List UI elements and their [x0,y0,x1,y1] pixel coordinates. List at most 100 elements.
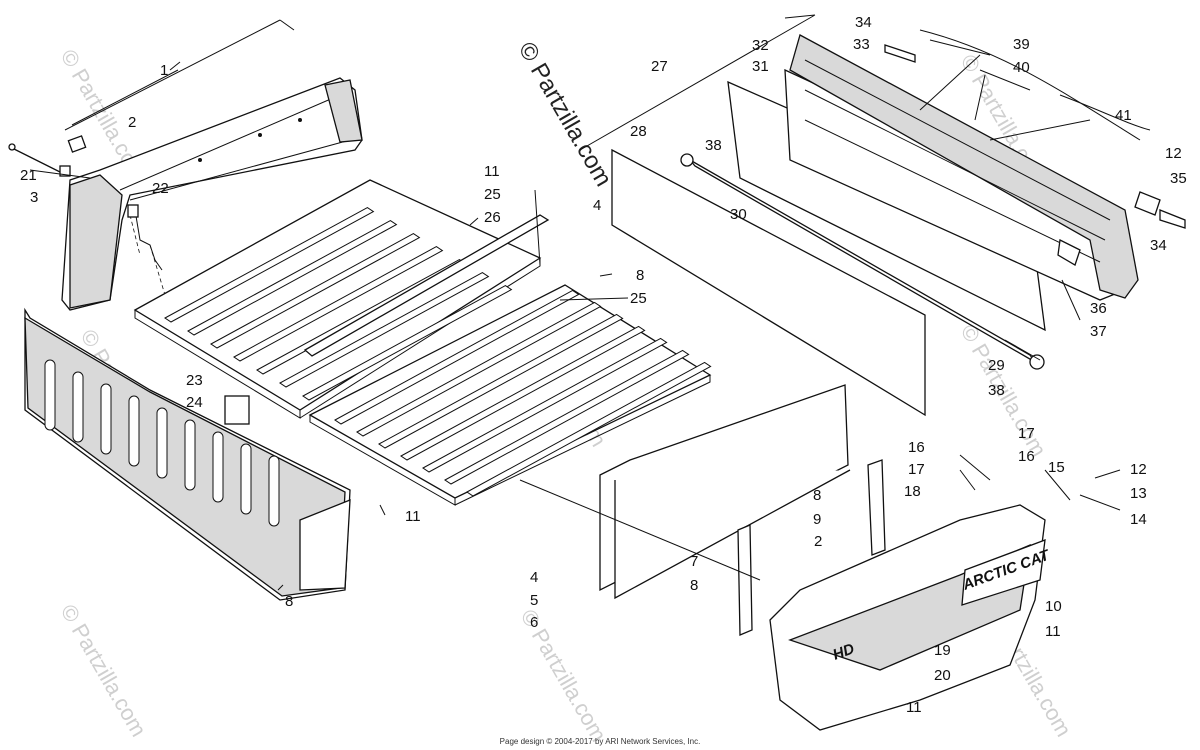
callout: 15 [1048,459,1065,476]
rail-29 [680,153,1045,370]
callout: 31 [752,58,769,75]
callout: 38 [988,382,1005,399]
callout: 26 [484,209,501,226]
callout: 39 [1013,36,1030,53]
post-9 [867,459,886,556]
clip-34b [884,44,916,63]
floor-slot [334,289,580,425]
callout: 23 [186,372,203,389]
floor-slot [164,207,375,323]
leader-lines [29,14,1121,591]
watermark-main: © Partzilla.com [513,38,617,192]
floor-channel [303,214,550,357]
callout: 8 [813,487,821,504]
model-badge: HD [831,640,857,663]
end-cap-36 [1057,239,1081,266]
callout: 24 [186,394,203,411]
wall-rib [100,383,112,455]
watermark-faint: © Partzilla.com [56,600,152,741]
decal-24 [224,395,250,425]
callout: 13 [1130,485,1147,502]
callout: 20 [934,667,951,684]
post-7 [737,524,753,636]
callout: 19 [934,642,951,659]
callout: 16 [908,439,925,456]
callout: 21 [20,167,37,184]
callout: 11 [484,163,500,180]
callout: 36 [1090,300,1107,317]
callout: 17 [908,461,925,478]
callout: 34 [1150,237,1167,254]
callout: 11 [906,699,922,716]
footer-credit: Page design © 2004-2017 by ARI Network S… [499,737,701,746]
tailgate: ARCTIC CAT HD [769,504,1053,731]
callout: 32 [752,37,769,54]
floor-slot [233,246,444,362]
floor-slot [400,325,646,461]
floor-slot [302,285,513,401]
callout: 37 [1090,323,1107,340]
floor-slot [444,349,690,485]
callout: 35 [1170,170,1187,187]
front-panel [61,77,363,311]
callout: 14 [1130,511,1147,528]
callout: 34 [855,14,872,31]
floor-slot [356,301,602,437]
wall-rib [128,395,140,467]
callout: 8 [690,577,698,594]
callout: 29 [988,357,1005,374]
floor-slot [210,233,421,349]
callout: 18 [904,483,921,500]
floor-panel-right [308,284,712,506]
side-rail-40 [784,34,1139,301]
front-hardware [8,143,139,218]
wall-rib [184,419,196,491]
wall-rib [212,431,224,503]
callout: 8 [636,267,644,284]
wall-rib [156,407,168,479]
callout: 33 [853,36,870,53]
callout: 7 [690,553,698,570]
callout: 17 [1018,425,1035,442]
rear-wall [24,307,351,601]
callout: 8 [285,593,293,610]
callout: 5 [530,592,538,609]
callout: 9 [813,511,821,528]
floor-slot [378,313,624,449]
callout: 2 [128,114,136,131]
callout: 12 [1130,461,1147,478]
callout: 10 [1045,598,1062,615]
callout: 6 [530,614,538,631]
callout: 11 [1045,623,1061,640]
callout: 4 [530,569,538,586]
floor-slot [279,272,490,388]
callout: 1 [160,62,168,79]
callout: 25 [484,186,501,203]
callout: 27 [651,58,668,75]
wall-rib [72,371,84,443]
wall-rib [268,455,280,527]
callout: 11 [405,508,421,525]
callout: 28 [630,123,647,140]
callout: 41 [1115,107,1132,124]
callout: 3 [30,189,38,206]
callouts: 1 2 21 3 22 11 25 26 8 25 23 24 11 8 27 … [20,14,1187,716]
side-decal-41 [919,29,1151,141]
floor-panel-left [133,179,542,419]
clip-34 [1159,209,1186,229]
floor-slot [466,361,712,497]
callout: 25 [630,290,647,307]
callout: 40 [1013,59,1030,76]
callout: 30 [730,206,747,223]
callout: 12 [1165,145,1182,162]
floor-slot [422,337,668,473]
callout: 2 [814,533,822,550]
wall-rib [44,359,56,431]
callout: 16 [1018,448,1035,465]
callout: 38 [705,137,722,154]
clip-35 [1134,191,1161,216]
wall-rib [240,443,252,515]
floor-slot [187,220,398,336]
callout: 4 [593,197,601,214]
